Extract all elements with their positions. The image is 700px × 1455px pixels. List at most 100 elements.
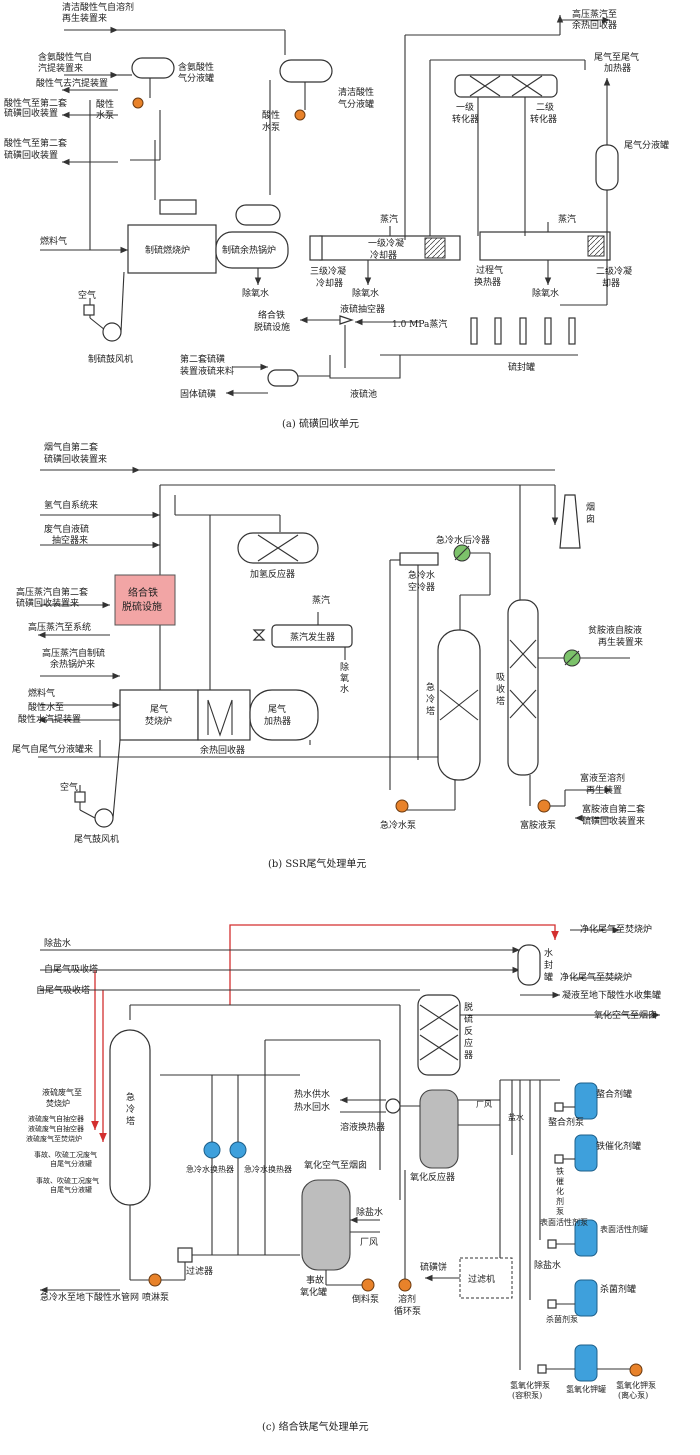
- tail-gas-blower: [94, 808, 114, 828]
- label: 自尾气吸收塔: [36, 984, 90, 996]
- label: 铁: [556, 1166, 564, 1176]
- label: 冷: [426, 693, 435, 705]
- panel-a-caption: (a) 硫磺回收单元: [282, 417, 359, 430]
- label: 空冷器: [408, 581, 435, 593]
- converter-1-2: [454, 74, 558, 98]
- filter: [177, 1247, 193, 1263]
- iron-catalyst-tank: [574, 1134, 598, 1172]
- label: 络合铁: [258, 309, 285, 321]
- label: 循环泵: [394, 1305, 421, 1317]
- label: 三级冷凝: [310, 265, 346, 277]
- surfactant-pump: [547, 1239, 557, 1249]
- label: 第二套硫磺: [180, 353, 225, 365]
- label: 贫胺液自胺液: [588, 624, 642, 636]
- panel-c-caption: (c) 络合铁尾气处理单元: [262, 1420, 369, 1433]
- label: 器: [464, 1050, 473, 1061]
- label: 吸: [496, 672, 505, 683]
- label: 加热器: [604, 62, 631, 74]
- label: 蒸汽: [312, 594, 330, 606]
- panel-c-chelated-iron: [40, 924, 660, 1382]
- label: 焚烧炉: [145, 715, 172, 727]
- label: 制硫余热锅炉: [222, 244, 276, 256]
- label: 过程气: [476, 264, 503, 276]
- sulfur-storage-drum: [267, 369, 299, 387]
- label: 装置液硫来料: [180, 365, 234, 377]
- label: 余热回收器: [200, 744, 245, 756]
- label: 水: [340, 683, 349, 695]
- label: 酸性水至: [28, 701, 64, 713]
- label: 氧化空气至烟囱: [594, 1009, 657, 1021]
- label: 杀菌剂罐: [600, 1283, 636, 1295]
- label: 硫磺回收装置来: [582, 815, 645, 827]
- label: 一级冷凝: [368, 237, 404, 249]
- label: 硫封罐: [508, 361, 535, 373]
- label: 塔: [426, 705, 435, 717]
- label: 制硫鼓风机: [88, 353, 133, 365]
- label: 尾气鼓风机: [74, 833, 119, 845]
- label: 制硫燃烧炉: [145, 244, 190, 256]
- label: 喷淋泵: [142, 1291, 169, 1303]
- label: 表面活性剂泵: [540, 1217, 588, 1227]
- label: 酸性气去汽提装置: [36, 77, 108, 89]
- label: 急冷水后冷器: [436, 534, 490, 546]
- label: 含氨酸性气自: [38, 51, 92, 63]
- sulfur-furnace: [127, 224, 217, 274]
- label: 事故: [306, 1274, 324, 1286]
- desulfurization-reactor: [417, 994, 461, 1076]
- panel-b-caption: (b) SSR尾气处理单元: [268, 857, 366, 870]
- label: 转化器: [530, 113, 557, 125]
- label: 螯合剂罐: [596, 1088, 632, 1100]
- filter-machine: [459, 1257, 513, 1299]
- label: 焚烧炉: [46, 1098, 70, 1108]
- label: 氢气自系统来: [44, 499, 98, 511]
- label: 罐: [544, 971, 553, 983]
- label: 硫磺饼: [420, 1261, 447, 1273]
- sulfur-seal-2: [494, 317, 502, 345]
- label: 水泵: [96, 109, 114, 121]
- koh-tank: [574, 1344, 598, 1382]
- label: 除氧水: [352, 287, 379, 299]
- label: 燃料气: [28, 687, 55, 699]
- label: 抽空器来: [52, 534, 88, 546]
- solvent-circ-pump: [398, 1278, 412, 1292]
- label: 液硫废气自抽空器: [28, 1114, 84, 1123]
- label: 急冷水换热器: [244, 1164, 292, 1174]
- label: 事故、吹硫工况废气: [36, 1176, 99, 1185]
- label: 除盐水: [534, 1259, 561, 1271]
- absorption-tower: [507, 599, 539, 776]
- label: 脱: [464, 1001, 473, 1013]
- sulfur-seal-3: [519, 317, 527, 345]
- label: 二级冷凝: [596, 265, 632, 277]
- label: 氧化反应器: [410, 1171, 455, 1183]
- label: 高压蒸汽自第二套: [16, 586, 88, 598]
- label: 除氧水: [242, 287, 269, 299]
- label: 1.0 MPa蒸汽: [392, 318, 447, 330]
- sulfur-seal-1: [470, 317, 478, 345]
- label: 再生装置来: [598, 636, 643, 648]
- label: 高压蒸汽自制硫: [42, 647, 105, 659]
- label: 氧化空气至烟囱: [304, 1159, 367, 1171]
- label: 燃料气: [40, 235, 67, 247]
- koh-pump-positive: [537, 1364, 547, 1374]
- panel-b-labels: 烟气自第二套 硫磺回收装置来 氢气自系统来 废气自液硫 抽空器来 高压蒸汽自第二…: [12, 441, 645, 870]
- heat-recovery-box: [197, 689, 251, 741]
- label: 氢氧化钾罐: [566, 1384, 606, 1394]
- label: 酸性: [96, 98, 114, 110]
- label: 硫磺回收装置: [4, 149, 58, 161]
- panel-c-labels: 净化尾气至焚烧炉 净化尾气至焚烧炉 除盐水 自尾气吸收塔 自尾气吸收塔 水 封 …: [26, 923, 661, 1433]
- label: 盐水: [508, 1112, 524, 1122]
- label: 自尾气吸收塔: [44, 963, 98, 975]
- label: 富液至溶剂: [580, 772, 625, 784]
- label: 化: [556, 1186, 564, 1196]
- label: 氧化罐: [300, 1286, 327, 1298]
- label: 酸性气至第二套: [4, 97, 67, 109]
- panel-b-ssr-tail-gas: [38, 466, 630, 828]
- label: 空气: [78, 289, 96, 301]
- oxidation-reactor: [419, 1089, 459, 1169]
- label: 水: [544, 947, 553, 959]
- label: 空气: [60, 781, 78, 793]
- label: 催: [556, 1176, 564, 1186]
- liquid-sulfur-pit: [329, 355, 401, 379]
- label: 尾气自尾气分液罐来: [12, 743, 93, 755]
